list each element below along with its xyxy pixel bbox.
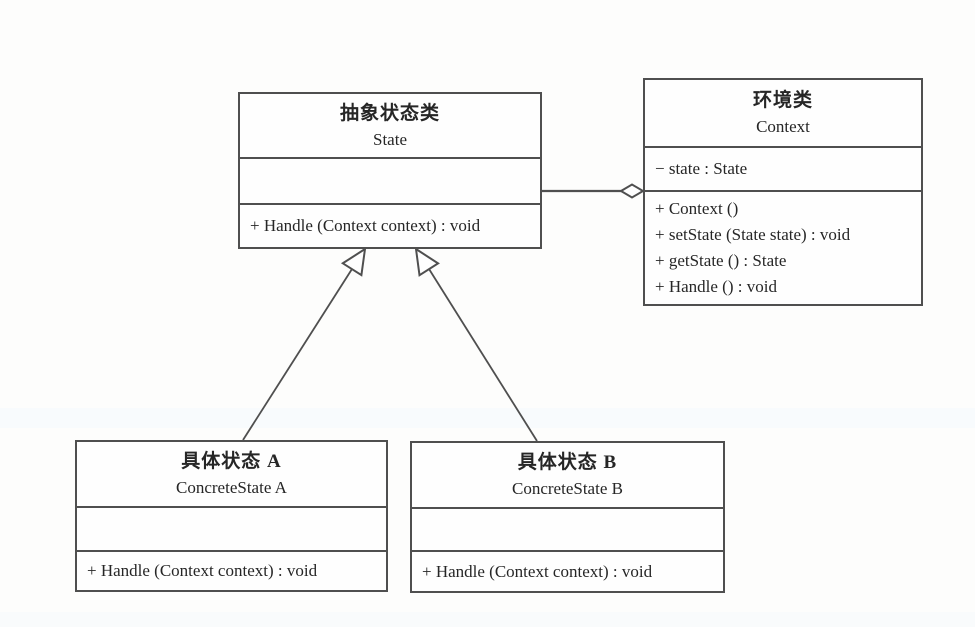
context-method-constructor: + Context () xyxy=(655,199,739,218)
concrete-b-class-name-en: ConcreteState B xyxy=(512,479,623,498)
concrete-b-class-name-cn: 具体状态 B xyxy=(517,452,618,473)
inheritance-line-a xyxy=(242,268,353,441)
aggregation-diamond-icon xyxy=(619,183,645,199)
state-class-name-cn: 抽象状态类 xyxy=(339,102,440,124)
class-box-concrete-state-a: 具体状态 A ConcreteState A + Handle (Context… xyxy=(75,440,388,592)
state-method-handle: + Handle (Context context) : void xyxy=(250,216,481,235)
concrete-a-method-handle: + Handle (Context context) : void xyxy=(87,561,318,580)
state-class-name-en: State xyxy=(373,129,407,149)
state-attributes-section xyxy=(240,157,540,203)
concrete-b-attributes-section xyxy=(412,507,723,550)
concrete-b-method-handle: + Handle (Context context) : void xyxy=(422,561,653,581)
context-attribute-state: − state : State xyxy=(655,159,748,178)
concrete-a-class-name-en: ConcreteState A xyxy=(176,478,287,497)
context-class-name-cn: 环境类 xyxy=(752,90,813,111)
concrete-a-methods-section: + Handle (Context context) : void xyxy=(77,550,386,590)
context-title-section: 环境类 Context xyxy=(645,80,921,146)
context-method-handle: + Handle () : void xyxy=(655,277,777,296)
context-methods-section: + Context () + setState (State state) : … xyxy=(645,190,921,304)
inheritance-triangle-a-icon xyxy=(340,246,367,277)
state-title-section: 抽象状态类 State xyxy=(240,94,540,157)
class-box-state: 抽象状态类 State + Handle (Context context) :… xyxy=(238,92,542,249)
context-attributes-section: − state : State xyxy=(645,146,921,190)
background-tint-band xyxy=(0,408,975,428)
inheritance-line-b xyxy=(428,268,538,442)
inheritance-triangle-b-icon xyxy=(414,246,440,277)
concrete-a-attributes-section xyxy=(77,506,386,550)
background-tint-band-bottom xyxy=(0,612,975,627)
context-method-getstate: + getState () : State xyxy=(655,251,787,270)
concrete-a-title-section: 具体状态 A ConcreteState A xyxy=(77,442,386,506)
class-box-concrete-state-b: 具体状态 B ConcreteState B + Handle (Context… xyxy=(410,441,725,593)
context-class-name-en: Context xyxy=(756,117,810,136)
concrete-a-class-name-cn: 具体状态 A xyxy=(181,451,282,472)
state-methods-section: + Handle (Context context) : void xyxy=(240,203,540,247)
class-box-context: 环境类 Context − state : State + Context ()… xyxy=(643,78,923,306)
context-method-setstate: + setState (State state) : void xyxy=(655,225,851,244)
concrete-b-methods-section: + Handle (Context context) : void xyxy=(412,550,723,591)
concrete-b-title-section: 具体状态 B ConcreteState B xyxy=(412,443,723,507)
